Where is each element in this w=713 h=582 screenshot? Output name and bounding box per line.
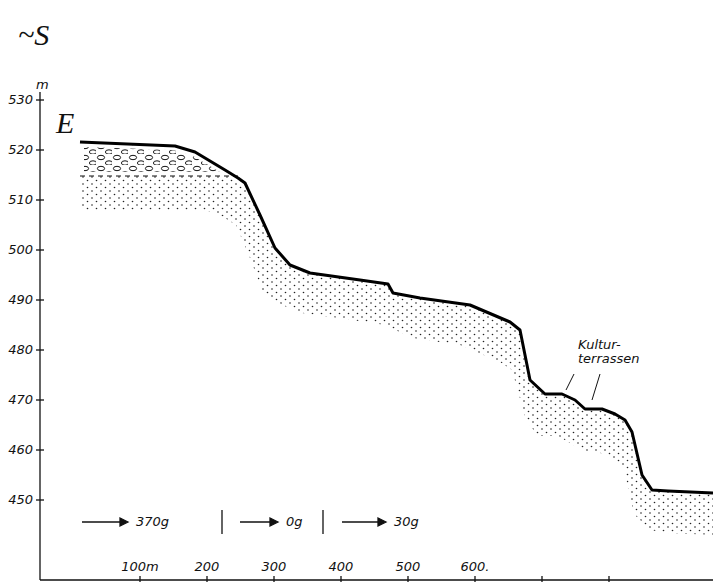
axis-number: 500 — [8, 243, 33, 257]
axis-number: 200 — [195, 560, 220, 574]
axis-number: 460 — [8, 443, 33, 457]
axes — [36, 92, 713, 582]
axis-number: 480 — [8, 343, 33, 357]
section-letter: E — [56, 106, 74, 139]
direction-value: 370g — [136, 515, 169, 529]
gravel-layer — [80, 143, 240, 176]
axis-number: 490 — [8, 293, 33, 307]
surface-line — [80, 142, 713, 493]
terrace-note: Kultur- terrassen — [578, 338, 640, 367]
orientation-label: ~S — [18, 18, 49, 51]
sand-layer — [80, 142, 713, 535]
axis-number: 300 — [262, 560, 287, 574]
axis-number: 510 — [8, 193, 33, 207]
axis-number: 600. — [461, 560, 490, 574]
unit-label: m — [36, 78, 49, 92]
direction-value: 0g — [286, 515, 303, 529]
direction-value: 30g — [394, 515, 419, 529]
axis-number: 470 — [8, 393, 33, 407]
terrace-leaders — [566, 374, 600, 400]
axis-number: 500 — [396, 560, 421, 574]
axis-number: 400 — [329, 560, 354, 574]
direction-arrows — [82, 510, 386, 534]
axis-number: 450 — [8, 493, 33, 507]
axis-number: 100m — [121, 560, 158, 574]
axis-number: 520 — [8, 143, 33, 157]
axis-number: 530 — [8, 93, 33, 107]
